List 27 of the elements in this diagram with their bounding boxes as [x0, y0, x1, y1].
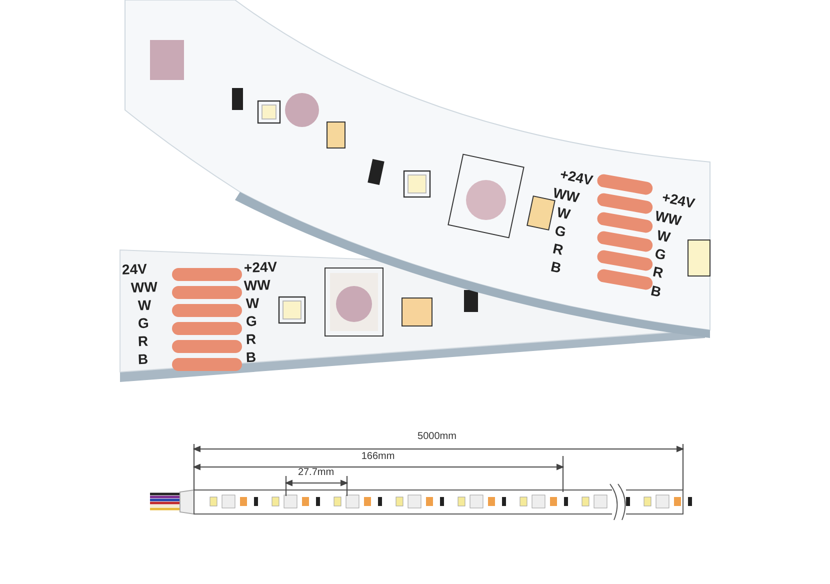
pad-label: R — [652, 264, 664, 280]
pad-label: WW — [654, 208, 683, 228]
pad-label: W — [656, 228, 672, 244]
pad-label: WW — [244, 278, 271, 292]
dimension-label: 166mm — [361, 452, 395, 462]
dimension-label: 5000mm — [418, 432, 456, 442]
pad-label: W — [556, 204, 572, 222]
pad-label: W — [246, 296, 260, 310]
pad-label: +24V — [244, 259, 278, 275]
pad-label: +24V — [558, 166, 594, 188]
pad-label: WW — [552, 185, 581, 205]
pad-label: G — [654, 246, 668, 262]
dimension-label: 27.7mm — [298, 468, 334, 478]
pad-label: R — [246, 332, 256, 346]
pad-label: G — [554, 223, 568, 239]
pad-label: R — [138, 334, 148, 348]
pad-label: G — [246, 314, 258, 328]
pad-label: B — [650, 283, 662, 299]
pad-label: R — [552, 241, 564, 257]
pad-label: B — [246, 350, 256, 364]
pad-label: 24V — [122, 262, 148, 276]
pad-label: WW — [130, 280, 158, 294]
pad-label: B — [550, 259, 562, 275]
pad-label: G — [138, 316, 150, 330]
pad-label: W — [138, 298, 152, 312]
pad-label: +24V — [660, 190, 696, 210]
pad-label: B — [138, 352, 148, 366]
